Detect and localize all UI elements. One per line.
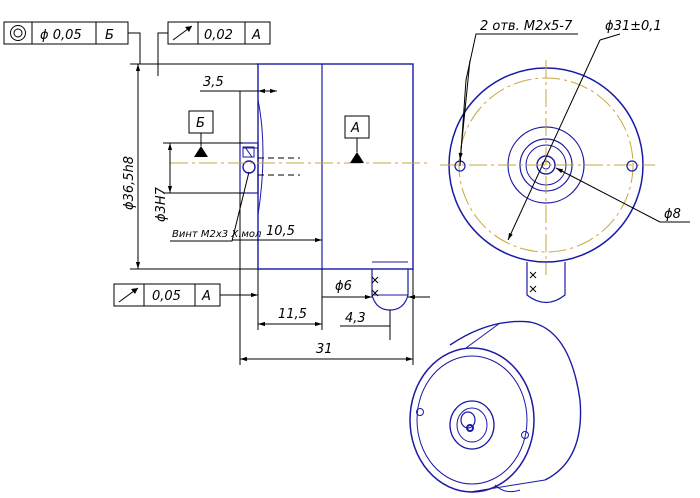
holes-note-text: 2 отв. M2x5-7 (480, 19, 573, 34)
tolerance-frame-runout-bottom: 0,05 A (113, 283, 258, 307)
frame-tm-datum: A (251, 28, 261, 43)
dim-phi31-text: ϕ31±0,1 (605, 19, 662, 34)
frame-tl-value: ϕ 0,05 (40, 28, 82, 43)
dim-36-5h8: ϕ36,5h8 (122, 63, 258, 270)
dim-31-text: 31 (316, 342, 333, 357)
dim-36-5h8-text: ϕ36,5h8 (122, 156, 137, 210)
dim-4-3: 4,3 (340, 310, 391, 340)
dim-phi6: ϕ6 (322, 279, 430, 300)
holes-note: 2 отв. M2x5-7 (458, 19, 578, 167)
dim-phi8-text: ϕ8 (664, 207, 681, 222)
datum-b-label: Б (196, 116, 205, 131)
dim-3-5: 3,5 (200, 75, 277, 143)
frame-bl-value: 0,05 (152, 289, 181, 304)
isometric-view (409, 320, 582, 493)
dim-11-5: 11,5 (257, 269, 323, 330)
front-view (440, 60, 655, 304)
screw-note-text: Винт M2x3 Х.мол (172, 229, 262, 240)
dim-4-3-text: 4,3 (345, 311, 366, 326)
screw-note: Винт M2x3 Х.мол (170, 171, 262, 242)
dim-3h7: ϕ3H7 (154, 142, 243, 222)
dim-phi31: ϕ31±0,1 (507, 19, 662, 241)
tolerance-frame-runout-top: 0,02 A (157, 21, 271, 76)
dim-10-5-text: 10,5 (266, 224, 295, 239)
dim-phi8: ϕ8 (555, 167, 690, 223)
dim-31-length: 31 (239, 193, 414, 365)
datum-a-label: A (350, 121, 360, 136)
frame-tl-datum: Б (105, 28, 114, 43)
datum-b: Б (188, 110, 214, 157)
frame-bl-datum: A (201, 289, 211, 304)
concentricity-icon (10, 25, 26, 41)
dim-3h7-text: ϕ3H7 (154, 186, 169, 222)
dim-3-5-text: 3,5 (203, 75, 224, 90)
dim-10-5: 10,5 (232, 224, 322, 243)
dim-phi6-text: ϕ6 (335, 279, 352, 294)
dim-11-5-text: 11,5 (278, 307, 307, 322)
runout-arrow-icon (172, 25, 193, 41)
tolerance-frame-concentricity: ϕ 0,05 Б (3, 21, 141, 64)
side-view-body (170, 63, 430, 311)
runout-arrow-icon (118, 287, 139, 303)
datum-a: A (344, 115, 370, 163)
frame-tm-value: 0,02 (204, 28, 233, 43)
